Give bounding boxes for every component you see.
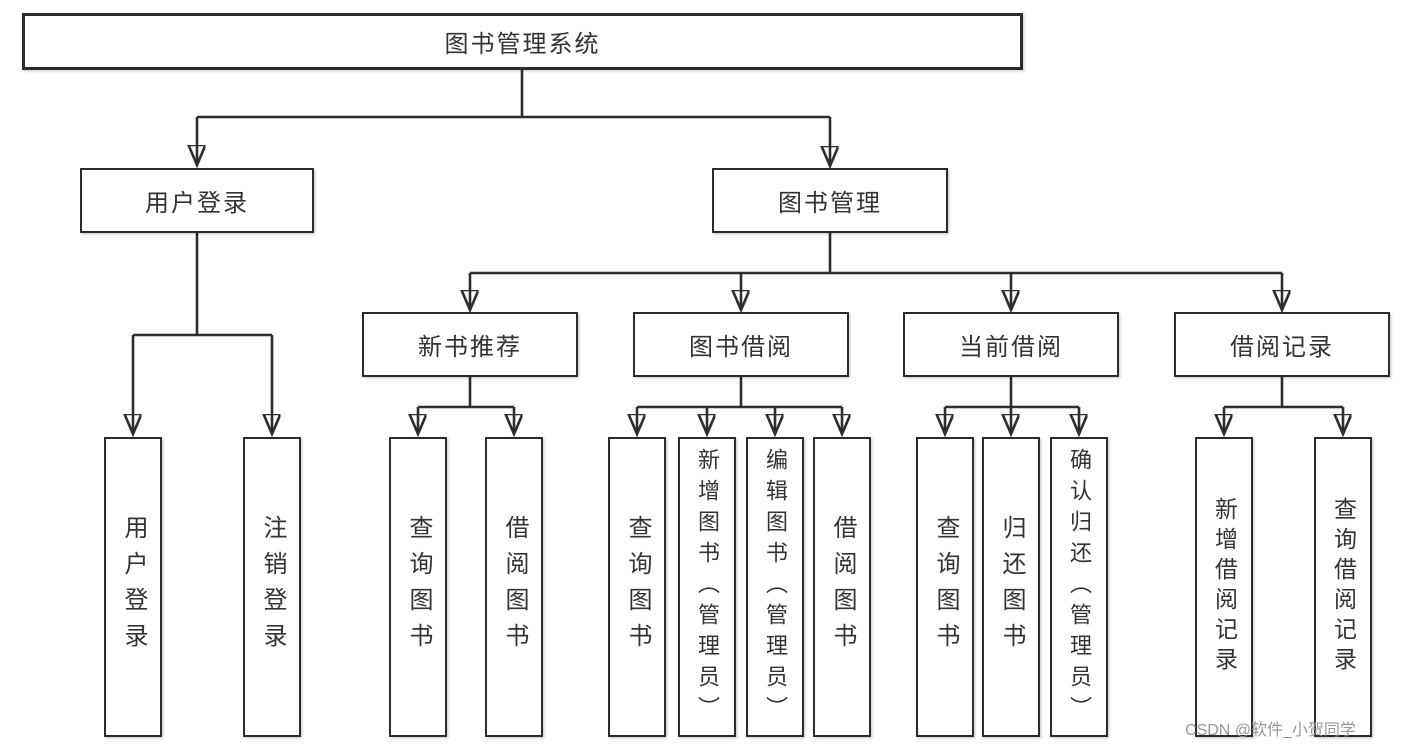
node-edit-book-admin-label: 编辑图书（管理员） (763, 447, 788, 727)
connector-new-book-children (418, 377, 514, 433)
node-logout-action: 注销登录 (243, 437, 301, 737)
node-book-management-label: 图书管理 (778, 190, 882, 217)
node-add-book-admin-label: 新增图书（管理员） (695, 447, 720, 727)
node-borrow-books-recommend: 借阅图书 (485, 437, 543, 737)
node-book-management: 图书管理 (712, 168, 948, 233)
node-query-borrow-record: 查询借阅记录 (1314, 437, 1372, 737)
node-confirm-return-admin: 确认归还（管理员） (1050, 437, 1108, 737)
connector-root-to-level2 (197, 69, 830, 165)
watermark: CSDN @软件_小贺同学 (1185, 722, 1356, 739)
node-query-books-current: 查询图书 (916, 437, 974, 737)
node-new-book-recommend: 新书推荐 (362, 312, 578, 377)
node-confirm-return-admin-label: 确认归还（管理员） (1067, 447, 1092, 727)
node-return-books: 归还图书 (982, 437, 1040, 737)
node-query-books-current-label: 查询图书 (932, 515, 959, 659)
node-user-login: 用户登录 (80, 168, 314, 233)
connector-book-management-children (470, 233, 1282, 309)
node-login-action: 用户登录 (104, 437, 162, 737)
node-root-label: 图书管理系统 (444, 31, 601, 58)
node-add-borrow-record-label: 新增借阅记录 (1211, 497, 1238, 677)
node-current-borrow: 当前借阅 (903, 312, 1119, 377)
node-new-book-recommend-label: 新书推荐 (418, 334, 522, 361)
node-borrow-books-action-label: 借阅图书 (829, 515, 856, 659)
node-login-action-label: 用户登录 (120, 515, 147, 659)
connector-user-login-children (133, 233, 272, 433)
node-return-books-label: 归还图书 (998, 515, 1025, 659)
node-add-borrow-record: 新增借阅记录 (1195, 437, 1253, 737)
connector-borrow-records-children (1224, 377, 1343, 433)
node-add-book-admin: 新增图书（管理员） (678, 437, 736, 737)
node-root: 图书管理系统 (22, 13, 1023, 70)
node-query-borrow-record-label: 查询借阅记录 (1330, 497, 1357, 677)
node-borrow-books-action: 借阅图书 (813, 437, 871, 737)
node-query-books-recommend: 查询图书 (389, 437, 447, 737)
connector-current-borrow-children (945, 377, 1079, 433)
node-query-books-recommend-label: 查询图书 (405, 515, 432, 659)
node-query-books-borrow: 查询图书 (608, 437, 666, 737)
node-logout-action-label: 注销登录 (259, 515, 286, 659)
node-book-borrow-label: 图书借阅 (689, 334, 793, 361)
node-book-borrow: 图书借阅 (633, 312, 849, 377)
node-borrow-records-label: 借阅记录 (1230, 334, 1334, 361)
node-query-books-borrow-label: 查询图书 (624, 515, 651, 659)
node-borrow-records: 借阅记录 (1174, 312, 1390, 377)
node-edit-book-admin: 编辑图书（管理员） (746, 437, 804, 737)
node-current-borrow-label: 当前借阅 (959, 334, 1063, 361)
node-user-login-label: 用户登录 (145, 190, 249, 217)
node-borrow-books-recommend-label: 借阅图书 (501, 515, 528, 659)
connector-book-borrow-children (637, 377, 842, 433)
